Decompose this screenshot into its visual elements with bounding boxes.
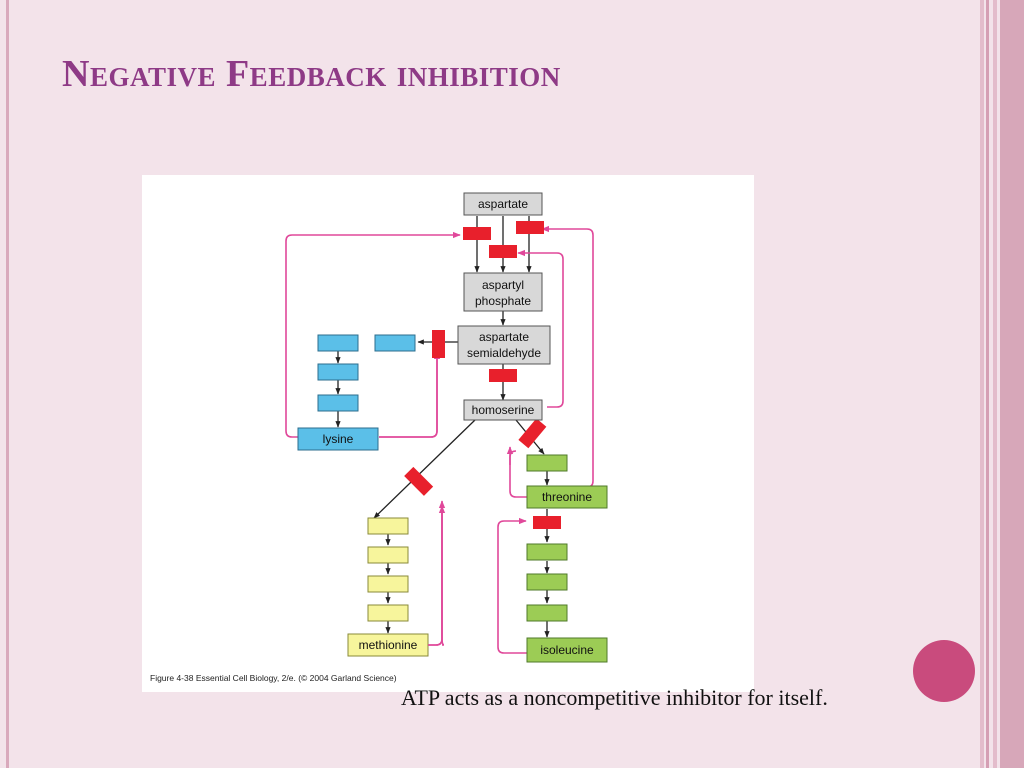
slide-title: Negative Feedback inhibition (62, 53, 561, 95)
node-homoserine: homoserine (472, 403, 535, 417)
figure-credit: Figure 4-38 Essential Cell Biology, 2/e.… (150, 673, 397, 683)
slide-caption: ATP acts as a noncompetitive inhibitor f… (401, 685, 828, 710)
accent-circle (913, 640, 975, 702)
pathway-figure: aspartate aspartyl phosphate aspartate s… (142, 175, 754, 692)
inhibitor-blocks (404, 221, 561, 529)
pathway-diagram: aspartate aspartyl phosphate aspartate s… (150, 192, 608, 683)
node-semialdehyde-line1: aspartate (479, 330, 529, 344)
gray-boxes (457, 192, 551, 421)
left-frame-line (6, 0, 9, 768)
lysine-branch-boxes (297, 334, 416, 451)
node-semialdehyde-line2: semialdehyde (467, 346, 541, 360)
node-aspartate: aspartate (478, 197, 528, 211)
node-aspartyl-phosphate-line1: aspartyl (482, 278, 524, 292)
right-decorative-border (980, 0, 1024, 768)
threonine-branch-boxes (526, 454, 608, 663)
node-threonine: threonine (542, 490, 592, 504)
node-aspartyl-phosphate-line2: phosphate (475, 294, 531, 308)
node-methionine: methionine (359, 638, 418, 652)
node-lysine: lysine (323, 432, 354, 446)
node-isoleucine: isoleucine (540, 643, 594, 657)
